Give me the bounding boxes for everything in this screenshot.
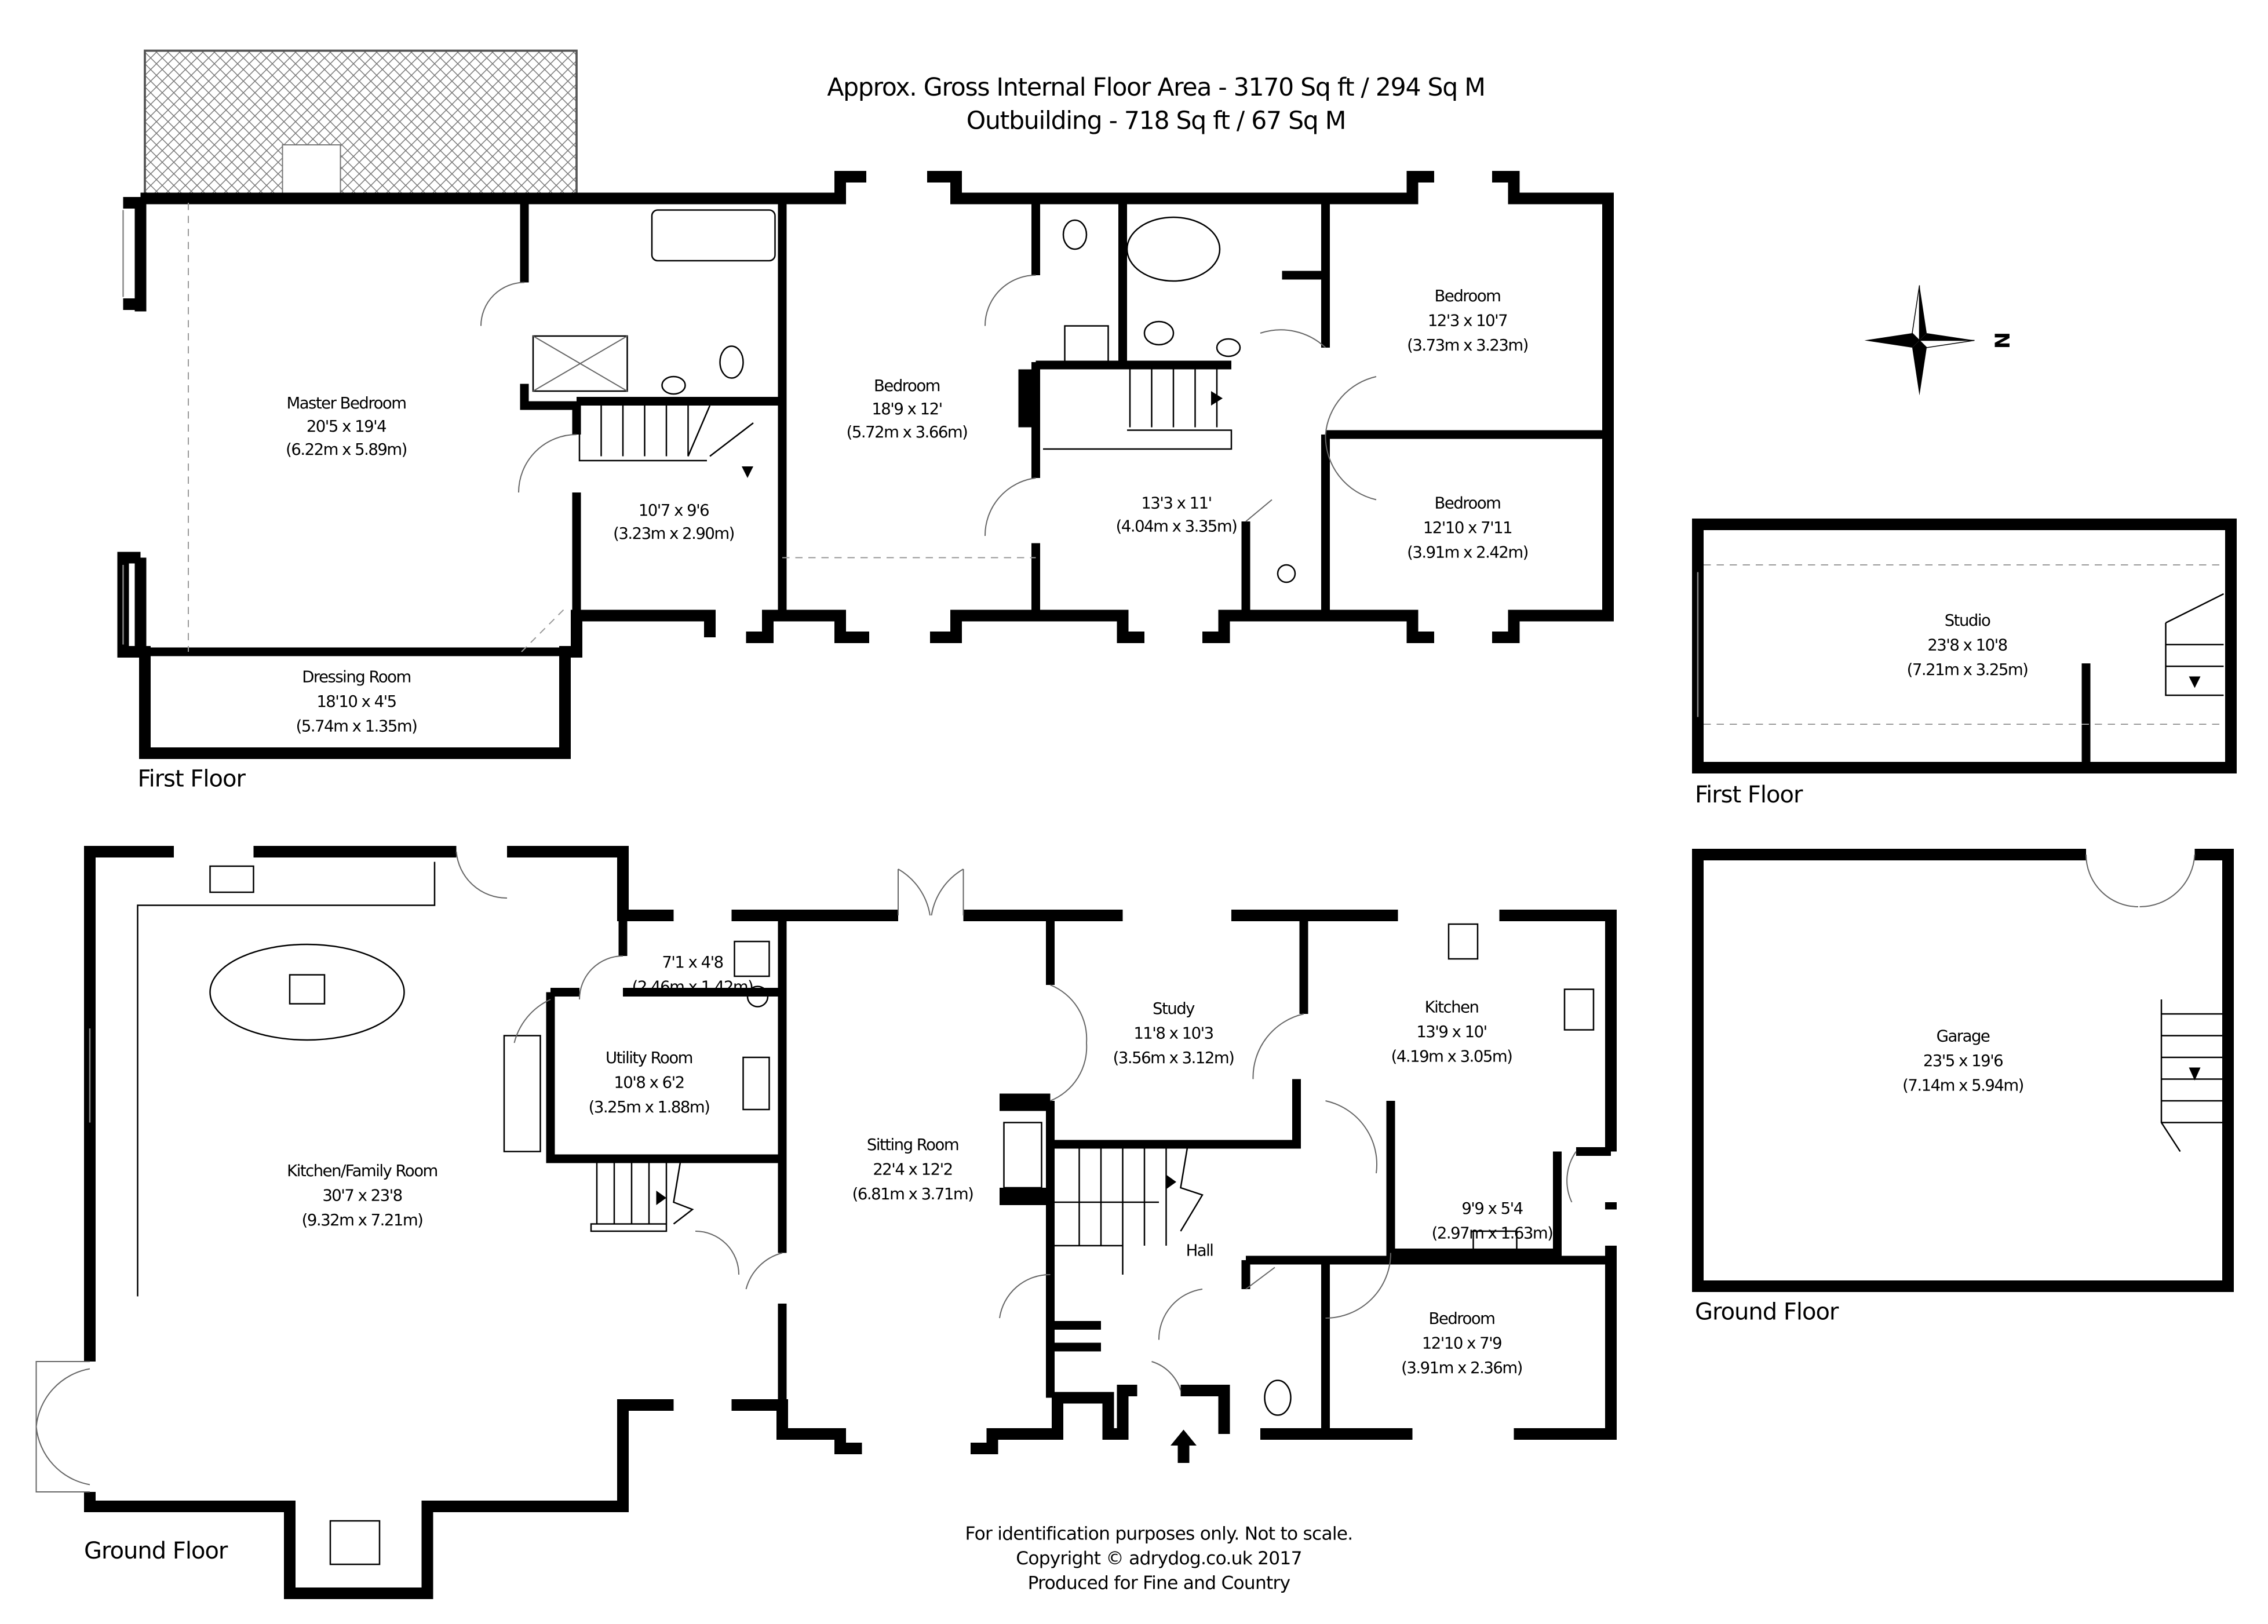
kitchen-island (209, 943, 405, 1041)
hob-icon (289, 974, 326, 1005)
north-label: N (1990, 332, 2013, 349)
boiler-icon (734, 940, 770, 977)
first-floor-stairs (578, 369, 1233, 479)
studio-stairs (2165, 593, 2225, 696)
compass-rose-icon: N (1864, 285, 2013, 396)
floor-label-outbuilding-first-floor: First Floor (1695, 782, 1803, 808)
range-cooker (503, 1035, 541, 1152)
sink-icon (209, 865, 254, 893)
floor-label-ground-floor: Ground Floor (84, 1538, 228, 1564)
room-label-hall: Hall (1186, 1242, 1213, 1260)
toilet-icon (1062, 219, 1088, 250)
sink-icon (1472, 1230, 1518, 1258)
door-swings (455, 851, 1577, 1391)
produced-for-text: Produced for Fine and Country (1028, 1573, 1290, 1594)
gross-area-heading: Approx. Gross Internal Floor Area - 3170… (827, 74, 1485, 102)
chimney-breast (1018, 369, 1036, 428)
balcony (144, 49, 578, 197)
fireplace-hearth-icon (329, 1520, 381, 1565)
garage-doors (2085, 854, 2196, 908)
stair-arrow-icon (2189, 676, 2201, 688)
entrance-arrow-icon (1171, 1429, 1197, 1463)
door-swings (480, 275, 1377, 537)
room-label-landing: 10'7 x 9'6(3.23m x 2.90m) (613, 501, 734, 543)
shower-icon (1064, 325, 1109, 363)
boiler-icon (1277, 564, 1296, 583)
toilet-icon (1264, 1380, 1292, 1416)
balcony-doors (282, 144, 341, 196)
patio-doors (35, 1361, 90, 1493)
outbuilding-area-heading: Outbuilding - 718 Sq ft / 67 Sq M (967, 107, 1346, 136)
stair-arrow-icon (1211, 391, 1223, 406)
ground-floor-stairs (590, 1144, 1204, 1275)
hob-icon (1563, 988, 1595, 1031)
toilet-icon (719, 345, 744, 379)
stair-arrow-icon (2189, 1067, 2201, 1081)
garage-walls (1692, 849, 2234, 1293)
room-label-landing-2: 13'3 x 11'(4.04m x 3.35m) (1116, 494, 1237, 536)
kitchen-worktop (137, 862, 436, 1297)
garage-stairs (2160, 999, 2224, 1152)
room-label-scullery: 9'9 x 5'4(2.97m x 1.63m) (1432, 1199, 1553, 1243)
basin-icon (1216, 338, 1241, 357)
bath-icon (651, 209, 776, 262)
floor-label-first-floor: First Floor (138, 766, 246, 793)
first-floor-interior-walls (145, 198, 1609, 656)
room-label-store: 7'1 x 4'8(2.46m x 1.42m) (632, 953, 753, 996)
chimney-breast (1000, 1093, 1051, 1111)
ground-floor-interior-walls (546, 915, 1611, 1435)
disclaimer-text: For identification purposes only. Not to… (965, 1524, 1353, 1545)
sloped-ceiling-lines (188, 203, 1036, 652)
basin-icon (661, 375, 686, 395)
stair-arrow-icon (742, 466, 753, 479)
copyright-text: Copyright © adrydog.co.uk 2017 (1016, 1548, 1301, 1569)
floor-label-outbuilding-ground-floor: Ground Floor (1695, 1299, 1839, 1326)
corner-bath-icon (1126, 216, 1221, 282)
sink-icon (742, 1056, 770, 1111)
toilet-icon (1143, 320, 1175, 346)
sink-icon (1447, 923, 1479, 960)
fireplace-icon (1003, 1122, 1042, 1189)
extractor-icon (746, 986, 769, 1008)
shower-tray-icon (532, 335, 628, 392)
french-doors (898, 868, 964, 916)
